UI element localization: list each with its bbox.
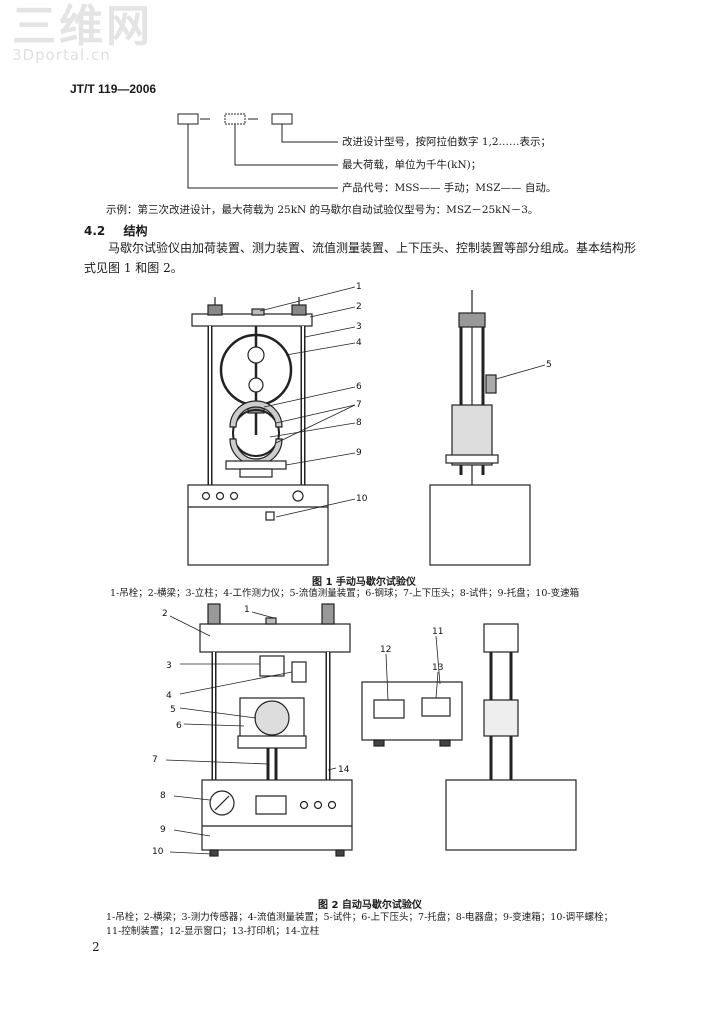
fig1-switch xyxy=(292,490,304,502)
section-para-line1: 马歇尔试验仪由加荷装置、测力装置、流值测量装置、上下压头、控制装置等部分组成。基… xyxy=(108,241,637,255)
fig2-hanging-bolt xyxy=(265,617,277,625)
fig1-label-5: 5 xyxy=(546,360,552,370)
fig1-specimen xyxy=(232,409,280,457)
example-text: 示例：第三次改进设计，最大荷载为 25kN 的马歇尔自动试验仪型号为：MSZ－2… xyxy=(106,204,539,216)
fig1-label-4: 4 xyxy=(356,338,362,348)
fig1-knob-2 xyxy=(215,491,225,501)
figure2-legend-line2: 11-控制装置；12-显示窗口；13-打印机；14-立柱 xyxy=(106,926,320,937)
fig2-label-8: 8 xyxy=(160,791,166,801)
fig1-knob-1 xyxy=(201,491,211,501)
code-box-load xyxy=(224,113,246,125)
fig2-side-beam xyxy=(483,623,519,653)
leader-version xyxy=(281,124,338,143)
fig2-label-11: 11 xyxy=(432,627,443,637)
fig1-label-10: 10 xyxy=(356,494,368,504)
watermark-cn: 三维网 xyxy=(12,1,153,52)
fig1-top-nut-right xyxy=(291,304,307,316)
fig2-label-13: 13 xyxy=(432,663,443,673)
fig2-foot-right xyxy=(335,849,345,857)
fig2-label-1: 1 xyxy=(244,605,250,615)
fig1-side-beam xyxy=(458,312,486,328)
figure1-caption: 图 1 手动马歇尔试验仪 xyxy=(312,577,416,588)
fig1-label-2: 2 xyxy=(356,302,362,312)
fig1-side-base xyxy=(429,484,531,566)
fig2-control-box xyxy=(361,681,463,741)
fig2-label-7: 7 xyxy=(152,755,158,765)
fig2-nut-left xyxy=(207,603,221,625)
fig2-flow-meter xyxy=(291,661,307,683)
figure1-drawing: 1 2 3 4 5 6 7 8 9 10 xyxy=(187,282,552,566)
fig1-gearbox xyxy=(187,484,329,566)
figure2-drawing: 1 2 3 4 5 6 7 8 9 10 11 12 13 14 xyxy=(152,603,577,857)
section-heading: 4.2 结构 xyxy=(84,222,147,239)
model-code-diagram xyxy=(177,113,338,189)
code-box-product xyxy=(177,113,199,125)
note-improvement: 改进设计型号，按阿拉伯数字 1,2……表示； xyxy=(342,136,552,148)
fig2-display-window xyxy=(373,699,405,719)
fig2-tray xyxy=(237,735,307,749)
fig2-button-2 xyxy=(313,800,323,810)
fig1-hanging-bolt xyxy=(251,308,265,316)
fig2-label-4: 4 xyxy=(166,691,172,701)
fig1-label-7: 7 xyxy=(356,400,362,410)
note-max-load: 最大荷载，单位为千牛(kN)； xyxy=(342,159,482,171)
fig1-label-1: 1 xyxy=(356,282,362,292)
fig1-top-nut-left xyxy=(207,304,223,316)
fig2-button-3 xyxy=(327,800,337,810)
leader-load xyxy=(234,124,338,166)
section-title: 结构 xyxy=(123,224,148,238)
fig1-indicator xyxy=(265,511,275,521)
fig2-label-2: 2 xyxy=(162,609,168,619)
fig2-specimen xyxy=(254,700,290,736)
fig2-label-10: 10 xyxy=(152,847,164,857)
fig2-foot-left xyxy=(209,849,219,857)
fig2-load-cell xyxy=(259,655,285,677)
figure2-caption: 图 2 自动马歇尔试验仪 xyxy=(318,900,422,911)
fig1-lower-head xyxy=(229,438,283,466)
fig2-crossbeam xyxy=(199,623,351,653)
standard-code: JT/T 119—2006 xyxy=(70,82,157,96)
fig1-upper-head xyxy=(229,400,283,428)
fig1-tray xyxy=(225,460,287,470)
fig1-side-tray xyxy=(445,454,499,464)
fig1-side-flow-meter xyxy=(485,374,497,394)
fig1-dial-lower xyxy=(248,377,264,393)
fig2-label-6: 6 xyxy=(176,721,182,731)
fig2-label-12: 12 xyxy=(380,645,391,655)
fig2-side-head xyxy=(483,699,519,737)
figure2-legend-line1: 1-吊栓；2-横梁；3-测力传感器；4-流值测量装置；5-试件；6-上下压头；7… xyxy=(106,912,614,923)
fig2-meter xyxy=(255,795,287,815)
fig1-label-6: 6 xyxy=(356,382,362,392)
fig2-label-9: 9 xyxy=(160,825,166,835)
page-number: 2 xyxy=(92,940,100,954)
fig1-knob-3 xyxy=(229,491,239,501)
fig2-label-3: 3 xyxy=(166,661,172,671)
leader-product xyxy=(187,124,338,189)
section-para-line2: 式见图 1 和图 2。 xyxy=(84,261,183,275)
fig2-side-base xyxy=(445,779,577,851)
fig1-label-9: 9 xyxy=(356,448,362,458)
code-box-version xyxy=(271,113,293,125)
fig1-dial-upper xyxy=(247,346,265,364)
fig2-label-5: 5 xyxy=(170,705,176,715)
fig1-label-8: 8 xyxy=(356,418,362,428)
fig1-crossbeam xyxy=(191,313,313,327)
fig2-nut-right xyxy=(321,603,335,625)
watermark-logo: 三维网 3Dportal.cn xyxy=(12,4,192,74)
section-number: 4.2 xyxy=(84,224,106,238)
fig1-label-3: 3 xyxy=(356,322,362,332)
fig2-button-1 xyxy=(299,800,309,810)
watermark-en: 3Dportal.cn xyxy=(12,46,111,64)
figure1-legend: 1-吊栓；2-横梁；3-立柱；4-工作测力仪；5-流值测量装置；6-钢球；7-上… xyxy=(110,588,580,599)
note-product: 产品代号：MSS—— 手动；MSZ—— 自动。 xyxy=(342,182,557,194)
fig2-dial-knob xyxy=(209,790,235,816)
fig2-label-14: 14 xyxy=(338,765,350,775)
